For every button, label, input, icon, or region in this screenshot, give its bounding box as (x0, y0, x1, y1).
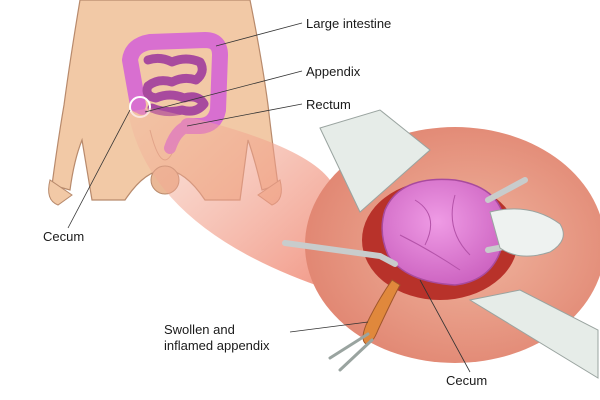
label-cecum-upper: Cecum (43, 229, 85, 244)
label-swollen-line1: Swollen and (164, 322, 235, 337)
label-rectum: Rectum (306, 97, 351, 112)
forceps (328, 332, 374, 372)
surgical-view (282, 109, 600, 379)
label-appendix: Appendix (306, 64, 361, 79)
label-large-intestine: Large intestine (306, 16, 392, 31)
leader-appendix (144, 70, 303, 113)
leader-cecum-lower (419, 279, 471, 373)
magnification-beam (128, 108, 330, 290)
cecum-folds (399, 194, 471, 271)
leader-cecum-upper (67, 109, 131, 229)
label-cecum-lower: Cecum (446, 373, 488, 388)
label-swollen-line2: inflamed appendix (164, 338, 270, 353)
large-intestine (122, 32, 228, 134)
left-hand (48, 179, 73, 206)
gloved-hand (489, 208, 564, 257)
small-intestine (142, 53, 209, 117)
leader-rectum (186, 103, 303, 127)
leader-swollen-appendix (289, 321, 369, 333)
retractor-left (282, 240, 398, 267)
cecum-organ (381, 178, 506, 286)
leader-large-intestine (215, 22, 303, 47)
surgical-drape-top (319, 109, 431, 213)
retractor-right (485, 177, 528, 203)
surgical-drape-right (468, 289, 599, 379)
leader-lines (67, 22, 471, 373)
